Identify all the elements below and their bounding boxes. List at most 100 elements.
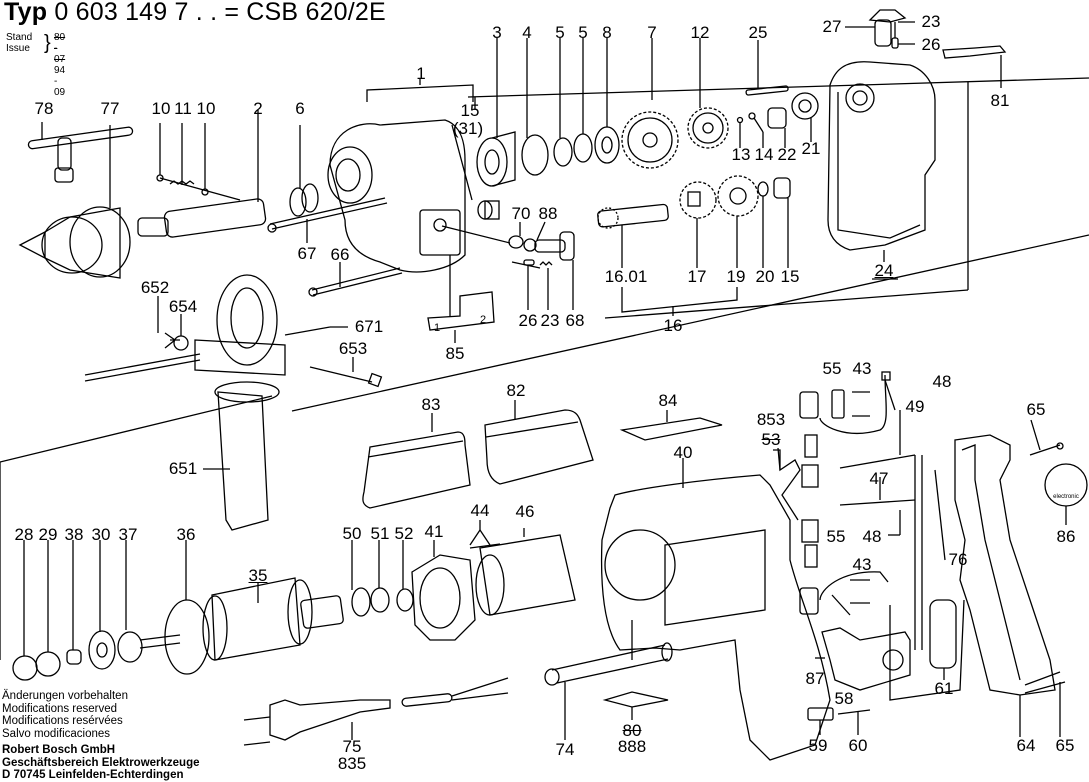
part-label: 28 [14, 525, 34, 544]
lever-drawing [441, 221, 575, 310]
part-label: 27 [822, 17, 842, 36]
gear-drawing [621, 38, 729, 169]
section-divider-lines [0, 77, 1089, 660]
motor-housing-drawing [600, 458, 831, 761]
part-label: 85 [445, 344, 465, 363]
part-label: 50 [342, 524, 362, 543]
company-name: Robert Bosch GmbH [2, 744, 116, 756]
small-parts-drawing [736, 92, 819, 148]
part-label: 2 [253, 99, 263, 118]
part-label: 5 [578, 23, 588, 42]
pin-drawing [745, 40, 789, 96]
part-label: 64 [1016, 736, 1036, 755]
cord-sleeve-drawing [544, 642, 673, 740]
part-label: 1 [433, 322, 441, 334]
notice-line: Modifications resérvées [2, 715, 123, 727]
part-label: 1 [416, 64, 426, 83]
part-label: 15 [780, 267, 800, 286]
screw-66-drawing [308, 262, 403, 297]
part-label: 835 [337, 754, 367, 773]
type-number: 0 603 149 7 . . = CSB 620/2E [54, 0, 386, 26]
part-label: 8 [602, 23, 612, 42]
part-label: 59 [808, 736, 828, 755]
company-address: D 70745 Leinfelden-Echterdingen [2, 769, 184, 781]
part-label: 46 [515, 502, 535, 521]
bearing-drawing [476, 38, 620, 187]
part-label: 68 [565, 311, 585, 330]
part-label: 48 [862, 527, 882, 546]
part-label: 21 [801, 139, 821, 158]
power-cord-drawing [243, 677, 509, 746]
part-label: 3 [492, 23, 502, 42]
part-label: 75 [342, 737, 362, 756]
company-division: Geschäftsbereich Elektrowerkzeuge [2, 756, 200, 769]
part-label: 38 [64, 525, 84, 544]
part-label: 7 [647, 23, 657, 42]
part-label: 853 [756, 410, 786, 429]
part-label: 36 [176, 525, 196, 544]
part-label: 44 [470, 501, 490, 520]
part-label: 76 [948, 550, 968, 569]
part-label: 652 [140, 278, 170, 297]
stand-label: Stand [6, 32, 33, 43]
part-label: 24 [874, 261, 894, 280]
part-label: 16 [663, 316, 683, 335]
part-label: 651 [168, 459, 198, 478]
part-label: 23 [540, 311, 560, 330]
part-label: 26 [921, 35, 941, 54]
part-label: 53 [761, 430, 781, 449]
part-label: 25 [748, 23, 768, 42]
brace-icon: } [44, 32, 51, 54]
intermediate-shaft-drawing [597, 175, 791, 316]
part-label: 86 [1056, 527, 1076, 546]
part-label: 14 [754, 145, 774, 164]
part-label: 82 [506, 381, 526, 400]
part-label: 19 [726, 267, 746, 286]
part-label: 12 [690, 23, 710, 42]
side-handle-drawing [84, 274, 383, 531]
part-label: 13 [731, 145, 751, 164]
notice-line: Salvo modificaciones [2, 727, 111, 740]
part-label: 81 [990, 91, 1010, 110]
part-label: 654 [168, 297, 198, 316]
part-label: 65 [1026, 400, 1046, 419]
part-label: 10 [196, 99, 216, 118]
part-label: 2 [479, 314, 487, 326]
part-label: 888 [617, 737, 647, 756]
part-label: 65 [1055, 736, 1075, 755]
part-label: 87 [805, 669, 825, 688]
part-label: (31) [452, 119, 484, 138]
gear-case-drawing [827, 61, 936, 280]
armature-drawing [12, 540, 414, 681]
notice-line: Modifications reserved [2, 702, 118, 715]
chuck-key-drawing [27, 122, 134, 183]
part-label: 35 [248, 566, 268, 585]
electronic-badge-text: electronic [1053, 494, 1079, 500]
part-label: 55 [826, 527, 846, 546]
part-label: 88 [538, 204, 558, 223]
plate-drawing [942, 45, 1007, 88]
part-label: 48 [932, 372, 952, 391]
part-label: 6 [295, 99, 305, 118]
label-plates-drawing [362, 400, 723, 509]
part-label: 40 [673, 443, 693, 462]
part-label: 67 [297, 244, 317, 263]
gear-housing-drawing [327, 78, 474, 273]
part-label: 11 [174, 99, 192, 118]
part-label: 23 [921, 12, 941, 31]
part-label: 17 [687, 267, 707, 286]
part-label: 61 [934, 679, 954, 698]
part-label: 74 [555, 740, 575, 759]
part-label: 83 [421, 395, 441, 414]
label-plate-85-drawing [427, 255, 495, 343]
drill-chuck-drawing [18, 125, 131, 279]
part-label: 58 [834, 689, 854, 708]
part-label: 37 [118, 525, 138, 544]
part-label: 49 [905, 397, 925, 416]
part-label: 51 [370, 524, 390, 543]
part-label: 5 [555, 23, 565, 42]
part-label: 52 [394, 524, 414, 543]
part-label: 653 [338, 339, 368, 358]
screw-67-drawing [267, 197, 388, 243]
part-label: 70 [511, 204, 531, 223]
